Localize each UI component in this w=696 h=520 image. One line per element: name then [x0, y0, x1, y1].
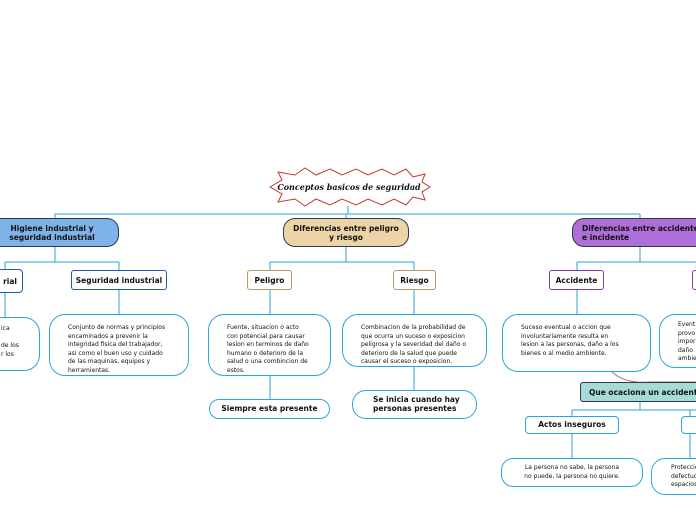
desc-line: de los	[1, 342, 19, 350]
desc-higiene-industrial: ica de los r los	[0, 317, 40, 371]
sub-peligro[interactable]: Peligro	[247, 270, 292, 290]
desc-accidente: Suceso eventual o accion que involuntari…	[502, 314, 651, 372]
branch-diferencias-accidente[interactable]: Diferencias entre accidente e incidente	[572, 218, 696, 247]
desc-line: defectuo	[671, 472, 696, 480]
desc-line: ambie	[678, 355, 696, 363]
desc-line: involuntariamente resulta en	[521, 332, 609, 340]
sub-riesgo[interactable]: Riesgo	[393, 270, 436, 290]
desc-line: ica	[1, 325, 10, 332]
root-title[interactable]: Conceptos basicos de seguridad	[277, 182, 421, 192]
desc-line: daño	[678, 346, 693, 354]
note-line: personas presentes	[373, 403, 457, 413]
sub-higiene-industrial[interactable]: rial	[0, 269, 23, 293]
desc-line: Event	[678, 321, 696, 328]
desc-line: bienes o al medio ambiente.	[521, 349, 607, 357]
desc-line: peligrosa y la severidad del daño o	[361, 341, 467, 349]
sub-condiciones-inseguras[interactable]	[681, 416, 696, 434]
desc-line: Conjunto de normas y principios	[68, 324, 166, 331]
desc-line: deterioro de la salud que puede	[361, 349, 457, 357]
desc-line: con potencial para causar	[227, 332, 305, 340]
desc-line: que ocurra un suceso o exposicion	[361, 332, 465, 340]
desc-actos-inseguros: La persona no sabe, la persona no puede,…	[501, 458, 643, 487]
sub-incidente[interactable]	[692, 270, 696, 290]
desc-line: Combinacion de la probabilidad de	[361, 324, 466, 331]
desc-line	[1, 334, 19, 343]
desc-line: salud o una combincion de	[227, 358, 308, 366]
desc-line: provo	[678, 329, 696, 337]
desc-line: lesion a las personas, daño a los	[521, 341, 619, 349]
sub-seguridad-industrial[interactable]: Seguridad industrial	[71, 270, 167, 290]
desc-line: r los	[1, 350, 14, 358]
desc-line: encaminados a prevenir la	[68, 332, 148, 340]
desc-line: Fuente, situacion o acto	[227, 324, 299, 331]
desc-condiciones-inseguras: Proteccio defectuo espacios	[651, 458, 696, 495]
branch-diferencias-peligro-riesgo[interactable]: Diferencias entre peligro y riesgo	[283, 218, 409, 247]
note-line: Se inicia cuando hay	[373, 395, 460, 404]
desc-line: estos.	[227, 366, 245, 374]
desc-line: causar el suceso o exposicion.	[361, 358, 453, 366]
desc-line: herramientas.	[68, 366, 111, 374]
desc-line: espacios	[671, 481, 696, 489]
sub-accidente[interactable]: Accidente	[549, 270, 604, 290]
desc-riesgo: Combinacion de la probabilidad de que oc…	[342, 314, 487, 367]
node-que-ocaciona[interactable]: Que ocaciona un accidente	[580, 382, 696, 402]
desc-line: de las maquinas, equipos y	[68, 358, 151, 366]
desc-peligro: Fuente, situacion o acto con potencial p…	[208, 314, 331, 376]
desc-line: Suceso eventual o accion que	[521, 324, 611, 331]
sub-actos-inseguros[interactable]: Actos inseguros	[525, 416, 619, 434]
starburst-shape	[269, 167, 431, 207]
desc-line: integridad fisica del trabajador,	[68, 341, 163, 349]
desc-incidente: Event provo impor daño ambie	[659, 314, 696, 368]
note-riesgo[interactable]: Se inicia cuando hay personas presentes	[352, 390, 477, 419]
desc-line: La persona no sabe, la persona	[524, 463, 620, 471]
desc-line: lesion en terminos de daño	[227, 341, 309, 349]
desc-line: asi como el buen uso y cuidado	[68, 349, 163, 357]
desc-line: impor	[678, 338, 696, 346]
branch-higiene[interactable]: Higiene industrial y seguridad industria…	[0, 218, 119, 247]
desc-line: Proteccio	[671, 464, 696, 471]
desc-line: no puede, la persona no quiere.	[524, 472, 620, 480]
desc-line: humano o deterioro de la	[227, 349, 304, 357]
note-peligro[interactable]: Siempre esta presente	[209, 399, 330, 419]
desc-seguridad-industrial: Conjunto de normas y principios encamina…	[49, 314, 189, 376]
